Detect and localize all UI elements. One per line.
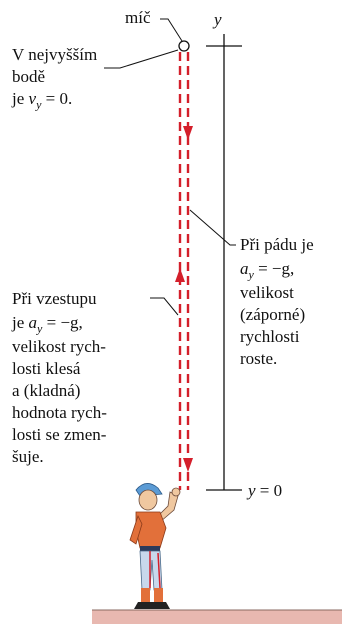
top-note-line1: V nejvyšším <box>12 45 98 64</box>
y-axis-label: y <box>214 10 222 29</box>
rise-note-line6: hodnota rych- <box>12 403 107 422</box>
top-note-leader <box>104 49 179 69</box>
fall-note-line3: velikost <box>240 283 294 302</box>
fall-note-line5: rychlosti <box>240 327 300 346</box>
ball-leader-line <box>160 18 183 42</box>
fall-note-line4: (záporné) <box>240 305 306 324</box>
ball <box>178 40 190 52</box>
rise-note-line1: Při vzestupu <box>12 289 97 308</box>
rise-note-line2: je ay = −g, <box>12 313 83 336</box>
fall-note-line1: Při pádu je <box>240 235 314 254</box>
y-zero-label: y = 0 <box>248 481 283 500</box>
ground <box>92 610 342 624</box>
rise-note-leader <box>150 297 179 316</box>
up-arrow-head <box>175 268 185 282</box>
fall-note-leader <box>189 209 236 246</box>
rise-note-line5: a (kladná) <box>12 381 81 400</box>
top-note-line3: je vy = 0. <box>12 89 73 112</box>
rise-note-line4: losti klesá <box>12 359 81 378</box>
top-note-line2: bodě <box>12 67 46 86</box>
ball-label: míč <box>125 8 151 27</box>
rise-note-line3: velikost rych- <box>12 337 106 356</box>
fall-note-line2: ay = −g, <box>240 259 295 282</box>
rise-note-line7: losti se zmen- <box>12 425 107 444</box>
rise-note-line8: šuje. <box>12 447 44 466</box>
down-arrow-head-1 <box>183 126 193 140</box>
fall-note-line6: roste. <box>240 349 278 368</box>
down-arrow-head-2 <box>183 458 193 472</box>
baseball-player <box>129 483 181 609</box>
